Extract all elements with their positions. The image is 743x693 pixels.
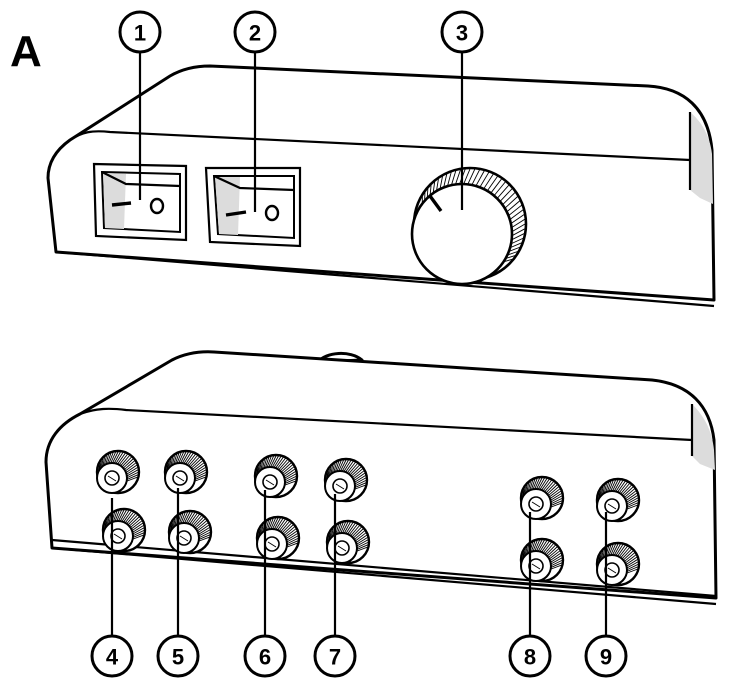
callout-6: 6	[245, 636, 285, 676]
off-mark-icon	[112, 203, 131, 205]
rca-jack-icon[interactable]	[165, 451, 207, 493]
callout-number: 3	[456, 21, 468, 46]
rca-jack-icon[interactable]	[521, 477, 563, 519]
front-unit	[48, 66, 714, 306]
rca-jack-icon[interactable]	[255, 455, 297, 497]
power-switch-2[interactable]	[206, 168, 300, 246]
callout-8: 8	[510, 636, 550, 676]
rca-jack-icon[interactable]	[103, 509, 145, 551]
rca-jack-icon[interactable]	[325, 459, 367, 501]
callout-4: 4	[92, 636, 132, 676]
rca-jack-icon[interactable]	[169, 511, 211, 553]
callout-number: 4	[106, 645, 119, 670]
rca-jack-icon[interactable]	[521, 539, 563, 581]
panel-label: A	[10, 27, 42, 76]
callout-number: 1	[134, 21, 146, 46]
on-mark-icon	[266, 206, 278, 220]
callout-number: 9	[600, 645, 612, 670]
callout-number: 7	[329, 645, 341, 670]
callout-5: 5	[158, 636, 198, 676]
callout-2: 2	[235, 12, 275, 52]
callout-7: 7	[315, 636, 355, 676]
callout-number: 8	[524, 645, 536, 670]
callout-number: 6	[259, 645, 271, 670]
callout-number: 2	[249, 21, 261, 46]
rca-jack-icon[interactable]	[327, 521, 369, 563]
callout-9: 9	[586, 636, 626, 676]
front-unit-side-shade	[690, 112, 713, 204]
rear-unit	[46, 352, 716, 604]
on-mark-icon	[151, 199, 163, 213]
rca-jack-icon[interactable]	[597, 543, 639, 585]
rca-jack-icon[interactable]	[257, 517, 299, 559]
callout-1: 1	[120, 12, 160, 52]
rca-jack-icon[interactable]	[597, 479, 639, 521]
callout-3: 3	[442, 12, 482, 52]
rca-jack-icon[interactable]	[97, 451, 139, 493]
callout-number: 5	[172, 645, 184, 670]
